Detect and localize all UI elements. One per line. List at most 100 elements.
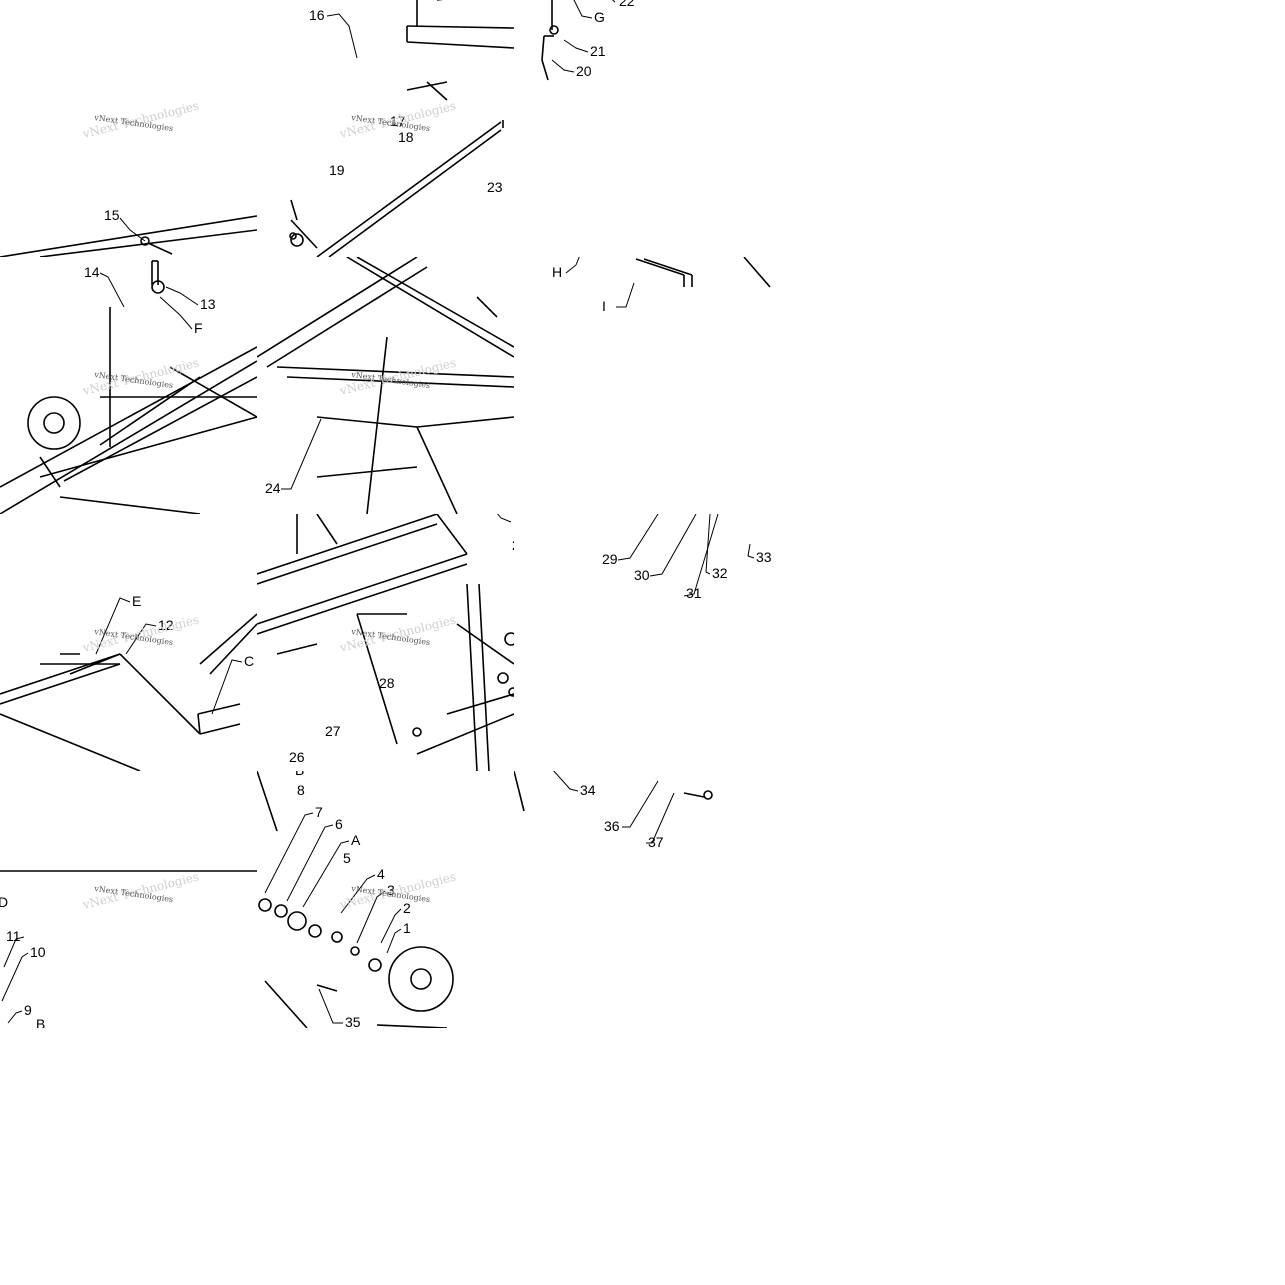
part-round (140, 236, 150, 246)
leader-line (318, 988, 343, 1024)
leader-line (563, 39, 589, 53)
part-edge (743, 257, 771, 288)
leader-line (302, 840, 350, 908)
callout-label: 14 (84, 264, 100, 280)
part-edge (266, 266, 428, 368)
part-edge (416, 416, 514, 428)
part-edge (119, 653, 201, 735)
part-round (27, 396, 81, 450)
callout-label: G (594, 9, 605, 25)
callout-label: 16 (309, 7, 325, 23)
part-edge (328, 129, 502, 257)
leader-line (211, 659, 243, 715)
part-edge (376, 1024, 448, 1028)
part-edge (0, 346, 257, 488)
part-edge (257, 257, 418, 358)
part-edge (356, 257, 514, 348)
part-edge (456, 623, 514, 665)
leader-line (705, 514, 711, 575)
leader-line (553, 771, 579, 792)
callout-label: 23 (487, 179, 503, 195)
callout-label: 20 (576, 63, 592, 79)
leader-line (3, 936, 25, 968)
callout-label: 29 (602, 551, 618, 567)
part-edge (683, 792, 705, 798)
leader-line (380, 908, 402, 944)
part-round (43, 412, 65, 434)
callout-label: D (0, 894, 8, 910)
part-edge (0, 713, 141, 771)
part-edge (197, 703, 241, 715)
part-round (703, 790, 713, 800)
part-edge (99, 376, 201, 446)
part-edge (416, 426, 458, 514)
part-edge (290, 199, 298, 221)
leader-line (551, 59, 575, 73)
part-edge (541, 59, 549, 81)
part-edge (446, 693, 514, 715)
leader-line (264, 812, 314, 894)
leader-line (649, 514, 697, 577)
part-edge (0, 215, 257, 257)
callout-label: E (132, 593, 141, 609)
part-edge (290, 219, 318, 249)
part-round (412, 727, 422, 737)
leader-line (616, 282, 635, 308)
part-edge (257, 771, 278, 832)
diagram-tile-r0c2: 22G212023 (514, 0, 771, 257)
callout-label: 28 (379, 675, 395, 691)
callout-label: 11 (6, 928, 21, 944)
callout-label: 4 (377, 866, 385, 882)
callout-label: I (602, 298, 606, 314)
callout-label: 25 (512, 537, 514, 553)
callout-label: 13 (200, 296, 216, 312)
callout-label: 7 (315, 804, 323, 820)
part-round (331, 931, 343, 943)
callout-label: 37 (648, 834, 664, 850)
part-round (308, 924, 322, 938)
callout-label: 34 (580, 782, 596, 798)
tile-drawing: 22G212023 (541, 0, 635, 81)
callout-label: 10 (30, 944, 46, 960)
leader-line (573, 0, 593, 19)
part-edge (356, 613, 398, 745)
part-edge (264, 980, 308, 1028)
part-edge (39, 456, 61, 488)
leader-line (281, 418, 322, 490)
callout-label: 5 (343, 850, 351, 866)
part-edge (346, 257, 514, 358)
callout-label: H (552, 264, 562, 280)
leader-line (286, 824, 334, 902)
part-edge (63, 376, 257, 482)
callout-label: B (36, 1016, 45, 1028)
callout-label: 22 (619, 0, 635, 9)
callout-label: 2 (403, 900, 411, 916)
callout-label: 21 (590, 43, 606, 59)
leader-line (497, 514, 512, 523)
leader-line (617, 514, 659, 561)
callout-label: 3 (387, 882, 395, 898)
leader-line (159, 296, 193, 330)
leader-line (125, 623, 157, 655)
part-round (508, 687, 514, 697)
part-edge (316, 514, 338, 545)
part-edge (416, 713, 514, 755)
leader-line (622, 780, 659, 828)
part-edge (197, 713, 201, 735)
part-edge (276, 366, 514, 378)
callout-label: 35 (345, 1014, 361, 1028)
part-edge (169, 366, 257, 418)
part-edge (366, 336, 388, 514)
leader-line (7, 1010, 23, 1024)
part-edge (406, 25, 514, 29)
leader-line (646, 792, 675, 844)
part-edge (257, 514, 438, 575)
callout-label: A (351, 832, 361, 848)
